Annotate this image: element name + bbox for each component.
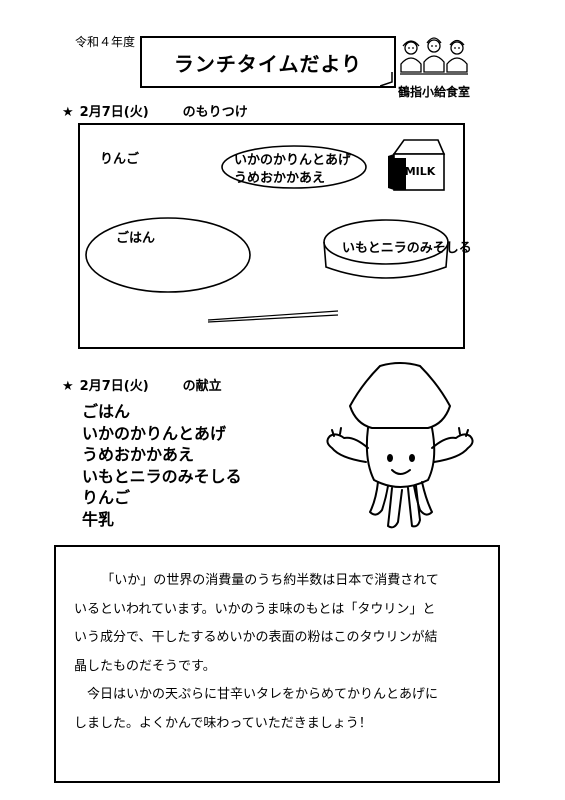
serving-label: のもりつけ — [182, 105, 248, 120]
star-icon: ★ — [62, 379, 74, 394]
menu-item: いかのかりんとあげ — [82, 423, 227, 443]
info-line: しました。よくかんで味わっていただきましょう！ — [74, 715, 372, 731]
school-name: 鶴指小給食室 — [398, 85, 471, 99]
side-dish-plate — [221, 145, 367, 189]
rice-label: ごはん — [116, 231, 156, 246]
info-line: 今日はいかの天ぷらに甘辛いタレをからめてかりんとあげに — [87, 687, 439, 702]
menu-item: ごはん — [82, 402, 131, 421]
newsletter-title: ランチタイムだより — [140, 36, 396, 88]
info-line: いるといわれています。いかのうま味のもとは「タウリン」と — [74, 601, 436, 617]
info-line: 晶したものだそうです。 — [74, 658, 216, 674]
milk-text: MILK — [405, 165, 436, 178]
menu-item: いもとニラのみそしる — [82, 466, 242, 486]
menu-item: 牛乳 — [82, 509, 115, 529]
fiscal-year: 令和４年度 — [75, 35, 136, 49]
squid-info-box: 「いか」の世界の消費量のうち約半数は日本で消費されて いるといわれています。いか… — [54, 545, 500, 783]
star-icon: ★ — [62, 105, 74, 120]
menu-label: の献立 — [182, 379, 222, 394]
serving-date: 2月7日(火) — [79, 105, 149, 120]
apple-label: りんご — [100, 152, 140, 167]
info-line: 「いか」の世界の消費量のうち約半数は日本で消費されて — [101, 573, 439, 588]
info-paragraph-2: 今日はいかの天ぷらに甘辛いタレをからめてかりんとあげに しました。よくかんで味わ… — [56, 681, 498, 738]
kitchen-staff-illustration — [400, 37, 468, 75]
squid-illustration — [326, 362, 474, 529]
page-curl-decoration — [380, 72, 393, 87]
info-paragraph-1: 「いか」の世界の消費量のうち約半数は日本で消費されて いるといわれています。いか… — [56, 567, 498, 681]
soup-bowl — [323, 219, 449, 279]
soup-label: いもとニラのみそしる — [342, 241, 472, 256]
side-dish-label-1: いかのかりんとあげ — [234, 153, 352, 168]
info-line: いう成分で、干したするめいかの表面の粉はこのタウリンが結 — [74, 630, 438, 645]
serving-heading: ★ 2月7日(火) のもりつけ — [62, 101, 248, 120]
tray-diagram — [78, 123, 465, 349]
menu-item: りんご — [82, 488, 131, 507]
menu-date: 2月7日(火) — [79, 379, 149, 394]
side-dish-label-2: うめおかかあえ — [234, 171, 326, 186]
menu-heading: ★ 2月7日(火) の献立 — [62, 375, 222, 394]
menu-item: うめおかかあえ — [82, 445, 195, 464]
rice-bowl — [85, 217, 251, 293]
chopsticks-icon — [207, 310, 339, 323]
milk-carton-icon: MILK — [388, 139, 446, 191]
menu-list: ごはん いかのかりんとあげ うめおかかあえ いもとニラのみそしる りんご 牛乳 — [82, 401, 242, 530]
